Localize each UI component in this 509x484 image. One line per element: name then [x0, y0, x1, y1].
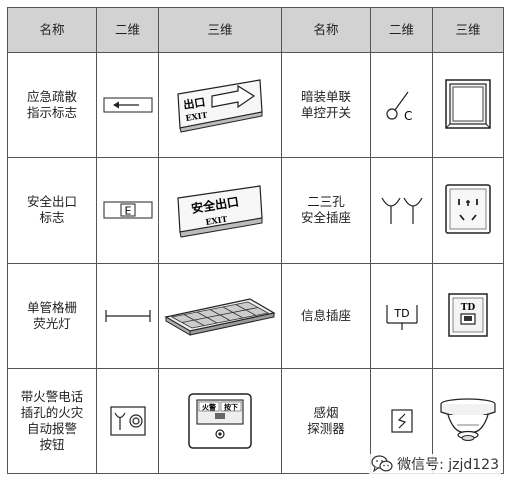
item-name: 安全出口 标志	[7, 157, 97, 264]
wall-socket-3d-icon	[445, 184, 491, 235]
exit-arrow-sign-3d-icon: 出口 EXIT	[177, 79, 263, 133]
table-row: 带火警电话 插孔的火灾 自动报警 按钮 火警 按下	[7, 367, 504, 475]
exit-e-sign-icon: E	[103, 201, 152, 219]
symbol-3d-cell: TD	[432, 262, 504, 369]
symbol-2d-cell: TD	[370, 262, 433, 369]
symbol-3d-cell	[432, 51, 504, 159]
fire-alarm-label: 火警	[202, 402, 216, 411]
wall-switch-3d-icon	[445, 79, 491, 129]
symbol-3d-cell: 火警 按下	[158, 367, 282, 475]
item-name: 感烟 探测器	[281, 367, 371, 475]
fire-alarm-button-3d-icon: 火警 按下	[188, 393, 252, 449]
safety-exit-label-en: EXIT	[205, 214, 228, 227]
symbol-3d-cell	[432, 157, 504, 264]
symbol-3d-cell	[158, 262, 282, 369]
data-socket-3d-icon: TD	[448, 292, 488, 337]
item-name: 单管格栅 荧光灯	[7, 262, 97, 369]
switch-symbol-label: C	[404, 109, 412, 123]
dual-socket-icon	[380, 198, 423, 225]
symbol-2d-cell: C	[370, 51, 433, 159]
header-name-right: 名称	[281, 7, 371, 53]
symbol-2d-cell	[96, 51, 159, 159]
symbol-3d-cell: 出口 EXIT	[158, 51, 282, 159]
symbol-2d-cell	[96, 262, 159, 369]
data-socket-label: TD	[461, 303, 476, 313]
header-2d-left: 二维	[96, 7, 159, 53]
table-row: 单管格栅 荧光灯	[7, 262, 504, 369]
press-label: 按下	[224, 402, 238, 411]
exit-e-label: E	[124, 205, 131, 218]
table-row: 应急疏散 指示标志 出口 EXIT 暗装单联 单控开关	[7, 51, 504, 159]
watermark-text: 微信号: jzjd123	[397, 457, 499, 473]
item-name: 应急疏散 指示标志	[7, 51, 97, 159]
item-name: 暗装单联 单控开关	[281, 51, 371, 159]
legend-table: 名称 二维 三维 名称 二维 三维 应急疏散 指示标志	[7, 7, 504, 475]
header-2d-right: 二维	[370, 7, 433, 53]
header-3d-right: 三维	[432, 7, 504, 53]
table-row: 安全出口 标志 E 安全出口 EXIT 二三孔 安全插座	[7, 157, 504, 264]
safety-exit-label-cn: 安全出口	[190, 194, 240, 216]
item-name: 二三孔 安全插座	[281, 157, 371, 264]
exit-label-en: EXIT	[185, 110, 208, 123]
symbol-2d-cell	[96, 367, 159, 475]
safety-exit-sign-3d-icon: 安全出口 EXIT	[177, 185, 263, 238]
header-3d-left: 三维	[158, 7, 282, 53]
symbol-3d-cell	[432, 367, 504, 475]
fluorescent-tube-icon	[104, 309, 151, 322]
symbol-2d-cell	[370, 157, 433, 264]
symbol-3d-cell: 安全出口 EXIT	[158, 157, 282, 264]
smoke-detector-3d-icon	[440, 398, 496, 441]
symbol-2d-cell: E	[96, 157, 159, 264]
single-switch-icon: C	[385, 91, 412, 123]
exit-label-cn: 出口	[182, 95, 206, 112]
info-socket-icon: TD	[385, 304, 418, 330]
fire-alarm-button-icon	[109, 406, 146, 436]
wechat-icon	[371, 455, 393, 473]
header-row: 名称 二维 三维 名称 二维 三维	[7, 7, 504, 53]
item-name: 信息插座	[281, 262, 371, 369]
item-name: 带火警电话 插孔的火灾 自动报警 按钮	[7, 367, 97, 475]
grille-lamp-3d-icon	[164, 297, 276, 336]
watermark: 微信号: jzjd123	[369, 454, 501, 474]
smoke-detector-icon	[390, 409, 413, 433]
header-name-left: 名称	[7, 7, 97, 53]
info-socket-label: TD	[393, 307, 409, 320]
arrow-left-sign-icon	[103, 97, 152, 113]
